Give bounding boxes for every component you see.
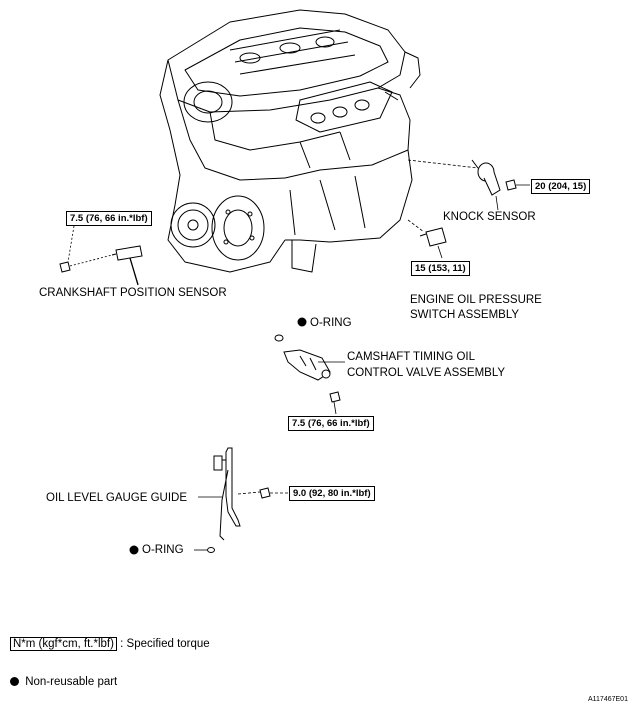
- legend-non-reusable: Non-reusable part: [10, 676, 117, 688]
- legend-non-reusable-label: Non-reusable part: [25, 676, 118, 688]
- oil-gauge-bolt-icon: [259, 487, 271, 499]
- non-reusable-dot-top: [297, 317, 307, 327]
- oil-pressure-switch-label-line1: ENGINE OIL PRESSURE: [410, 294, 542, 306]
- crankshaft-sensor-label: CRANKSHAFT POSITION SENSOR: [39, 287, 227, 299]
- knock-torque-box: 20 (204, 15): [531, 179, 591, 194]
- non-reusable-legend-dot: [10, 677, 19, 686]
- document-id: A117467E01: [588, 696, 628, 703]
- camshaft-torque-box: 7.5 (76, 66 in.*lbf): [288, 416, 374, 431]
- legend-torque-desc: : Specified torque: [120, 638, 210, 650]
- crankshaft-leader-line: [67, 225, 117, 267]
- oil-pressure-leader-line: [407, 219, 425, 233]
- oil-pressure-switch-icon: [419, 227, 447, 247]
- knock-leader-line: [407, 159, 479, 169]
- camshaft-bolt-icon: [329, 391, 341, 403]
- oil-level-gauge-guide-icon: [213, 447, 241, 541]
- legend-torque: N*m (kgf*cm, ft.*lbf) : Specified torque: [10, 637, 210, 651]
- knock-sensor-label: KNOCK SENSOR: [443, 211, 536, 223]
- legend-torque-unit: N*m (kgf*cm, ft.*lbf): [10, 637, 117, 651]
- o-ring-bottom-label: O-RING: [142, 544, 184, 556]
- oil-level-gauge-guide-label: OIL LEVEL GAUGE GUIDE: [46, 492, 188, 504]
- knock-nut-icon: [505, 179, 517, 191]
- crankshaft-position-sensor-icon: [111, 245, 143, 286]
- engine-block-drawing: [159, 9, 421, 273]
- o-ring-bottom-icon: [207, 547, 215, 553]
- camshaft-valve-label-line1: CAMSHAFT TIMING OIL: [347, 351, 476, 363]
- oil-pressure-switch-label-line2: SWITCH ASSEMBLY: [410, 309, 520, 321]
- crankshaft-bolt-icon: [59, 261, 71, 273]
- o-ring-top-icon: [274, 334, 284, 342]
- oil-pressure-torque-box: 15 (153, 11): [411, 261, 470, 276]
- non-reusable-dot-bottom: [129, 545, 139, 555]
- camshaft-valve-icon: [283, 349, 331, 381]
- camshaft-valve-label-line2: CONTROL VALVE ASSEMBLY: [347, 367, 506, 379]
- oil-gauge-torque-box: 9.0 (92, 80 in.*lbf): [289, 486, 375, 501]
- crankshaft-torque-box: 7.5 (76, 66 in.*lbf): [66, 211, 152, 226]
- knock-sensor-icon: [471, 159, 501, 196]
- o-ring-top-label: O-RING: [310, 317, 352, 329]
